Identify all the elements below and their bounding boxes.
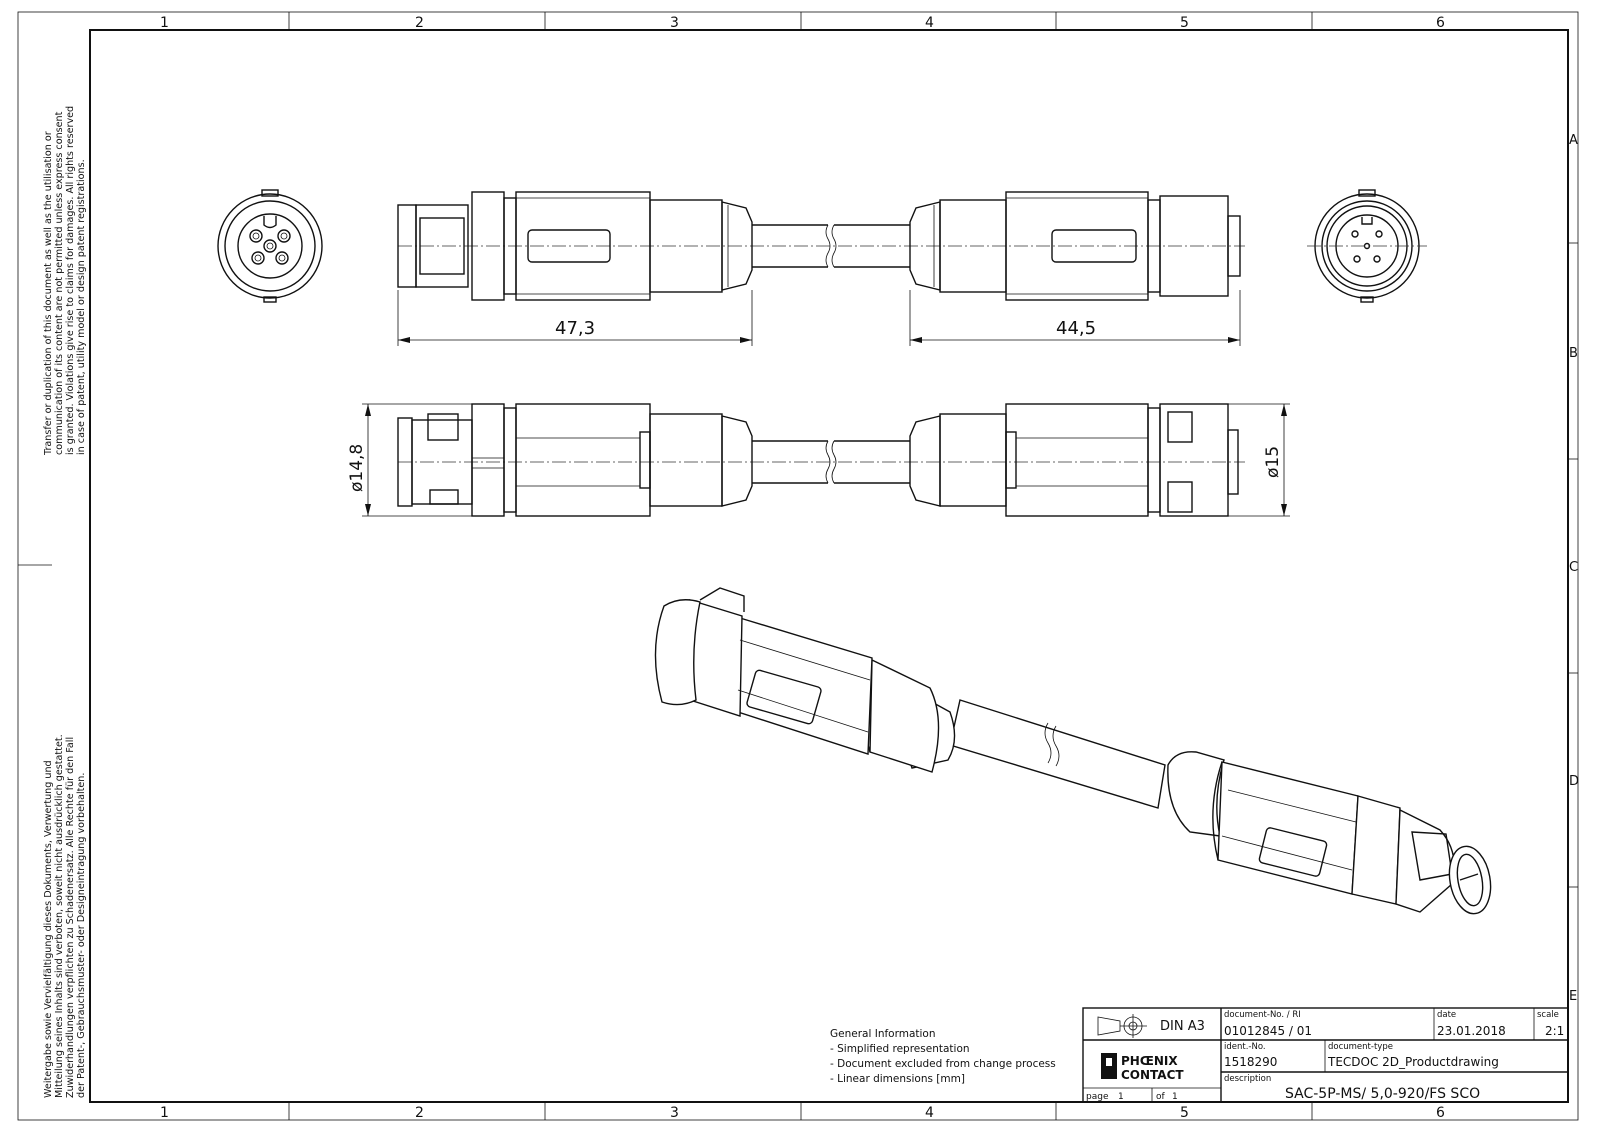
svg-text:47,3: 47,3 [555,318,595,339]
right-end-view [1307,189,1427,303]
phoenix-contact-logo: PHŒNIX CONTACT [1101,1053,1184,1082]
svg-text:Transfer or duplication of thi: Transfer or duplication of this document… [43,131,54,456]
general-information: General Information - Simplified represe… [830,1028,1056,1085]
svg-text:in case of patent, utility mod: in case of patent, utility model or desi… [76,159,87,455]
date: 23.01.2018 [1437,1024,1506,1038]
drawing-frame [17,11,1579,1121]
scale-label: scale [1537,1010,1559,1020]
projection-symbol-icon [1097,1014,1147,1038]
page-label: page [1086,1092,1109,1102]
svg-text:General Information: General Information [830,1028,936,1040]
side-note-german: Weitergabe sowie Vervielfältigung dieses… [43,734,87,1098]
description: SAC-5P-MS/ 5,0-920/FS SCO [1285,1086,1480,1102]
svg-text:ø14,8: ø14,8 [347,444,367,492]
grid-col-1-top: 1 [160,15,169,31]
doctype-label: document-type [1328,1042,1393,1052]
svg-text:communication of its content a: communication of its content are not per… [54,111,65,455]
svg-text:CONTACT: CONTACT [1121,1068,1184,1082]
ident-label: ident.-No. [1224,1042,1266,1052]
svg-text:Zuwiderhandlungen verpflichten: Zuwiderhandlungen verpflichten zu Schade… [65,737,76,1098]
of-number: 1 [1172,1092,1178,1102]
svg-text:PHŒNIX: PHŒNIX [1121,1054,1178,1068]
grid-col-6-bottom: 6 [1436,1105,1445,1121]
svg-text:ø15: ø15 [1263,446,1283,478]
dimension-right-diameter: ø15 [1228,403,1290,517]
date-label: date [1437,1010,1456,1020]
pin-holes [249,229,291,265]
grid-col-4-bottom: 4 [925,1105,934,1121]
svg-text:- Linear dimensions [mm]: - Linear dimensions [mm] [830,1073,965,1085]
top-side-view [397,191,1245,301]
title-block: DIN A3 PHŒNIX CONTACT page 1 of 1 docume… [1082,1007,1569,1103]
isometric-view [654,587,1492,915]
paper-format: DIN A3 [1160,1019,1205,1034]
description-label: description [1224,1074,1271,1084]
ident: 1518290 [1224,1055,1277,1069]
grid-col-2-top: 2 [415,15,424,31]
grid-col-5-bottom: 5 [1180,1105,1189,1121]
dimension-left-length: 47,3 [397,290,753,346]
page-number: 1 [1118,1092,1124,1102]
grid-col-3-bottom: 3 [670,1105,679,1121]
svg-text:- Simplified representation: - Simplified representation [830,1043,970,1055]
grid-col-5-top: 5 [1180,15,1189,31]
grid-col-6-top: 6 [1436,15,1445,31]
svg-text:Weitergabe sowie Vervielfältig: Weitergabe sowie Vervielfältigung dieses… [43,760,54,1098]
grid-col-1-bottom: 1 [160,1105,169,1121]
grid-row-a: A [1569,133,1578,148]
doc-no: 01012845 / 01 [1224,1024,1312,1038]
svg-text:is granted. Violations give ri: is granted. Violations give rise to clai… [65,106,76,455]
bottom-side-view [397,403,1245,517]
left-end-view [217,189,323,303]
grid-col-3-top: 3 [670,15,679,31]
doctype: TECDOC 2D_Productdrawing [1327,1055,1499,1069]
grid-col-2-bottom: 2 [415,1105,424,1121]
side-note-english: Transfer or duplication of this document… [43,106,87,456]
svg-text:- Document excluded from chang: - Document excluded from change process [830,1058,1056,1070]
grid-row-e: E [1569,989,1577,1004]
svg-text:44,5: 44,5 [1056,318,1096,339]
grid-row-d: D [1569,774,1579,789]
scale: 2:1 [1545,1024,1564,1038]
svg-text:der Patent-, Gebrauchsmuster-: der Patent-, Gebrauchsmuster- oder Desig… [76,773,87,1098]
grid-col-4-top: 4 [925,15,934,31]
grid-row-c: C [1569,560,1578,575]
svg-text:Mitteilung seines Inhalts sind: Mitteilung seines Inhalts sind verboten,… [54,734,65,1098]
grid-row-b: B [1569,346,1578,361]
doc-no-label: document-No. / RI [1224,1010,1301,1020]
of-label: of [1156,1092,1166,1102]
contact-pins [1351,230,1383,263]
dimension-right-length: 44,5 [909,290,1241,346]
dimension-left-diameter: ø14,8 [347,403,472,517]
